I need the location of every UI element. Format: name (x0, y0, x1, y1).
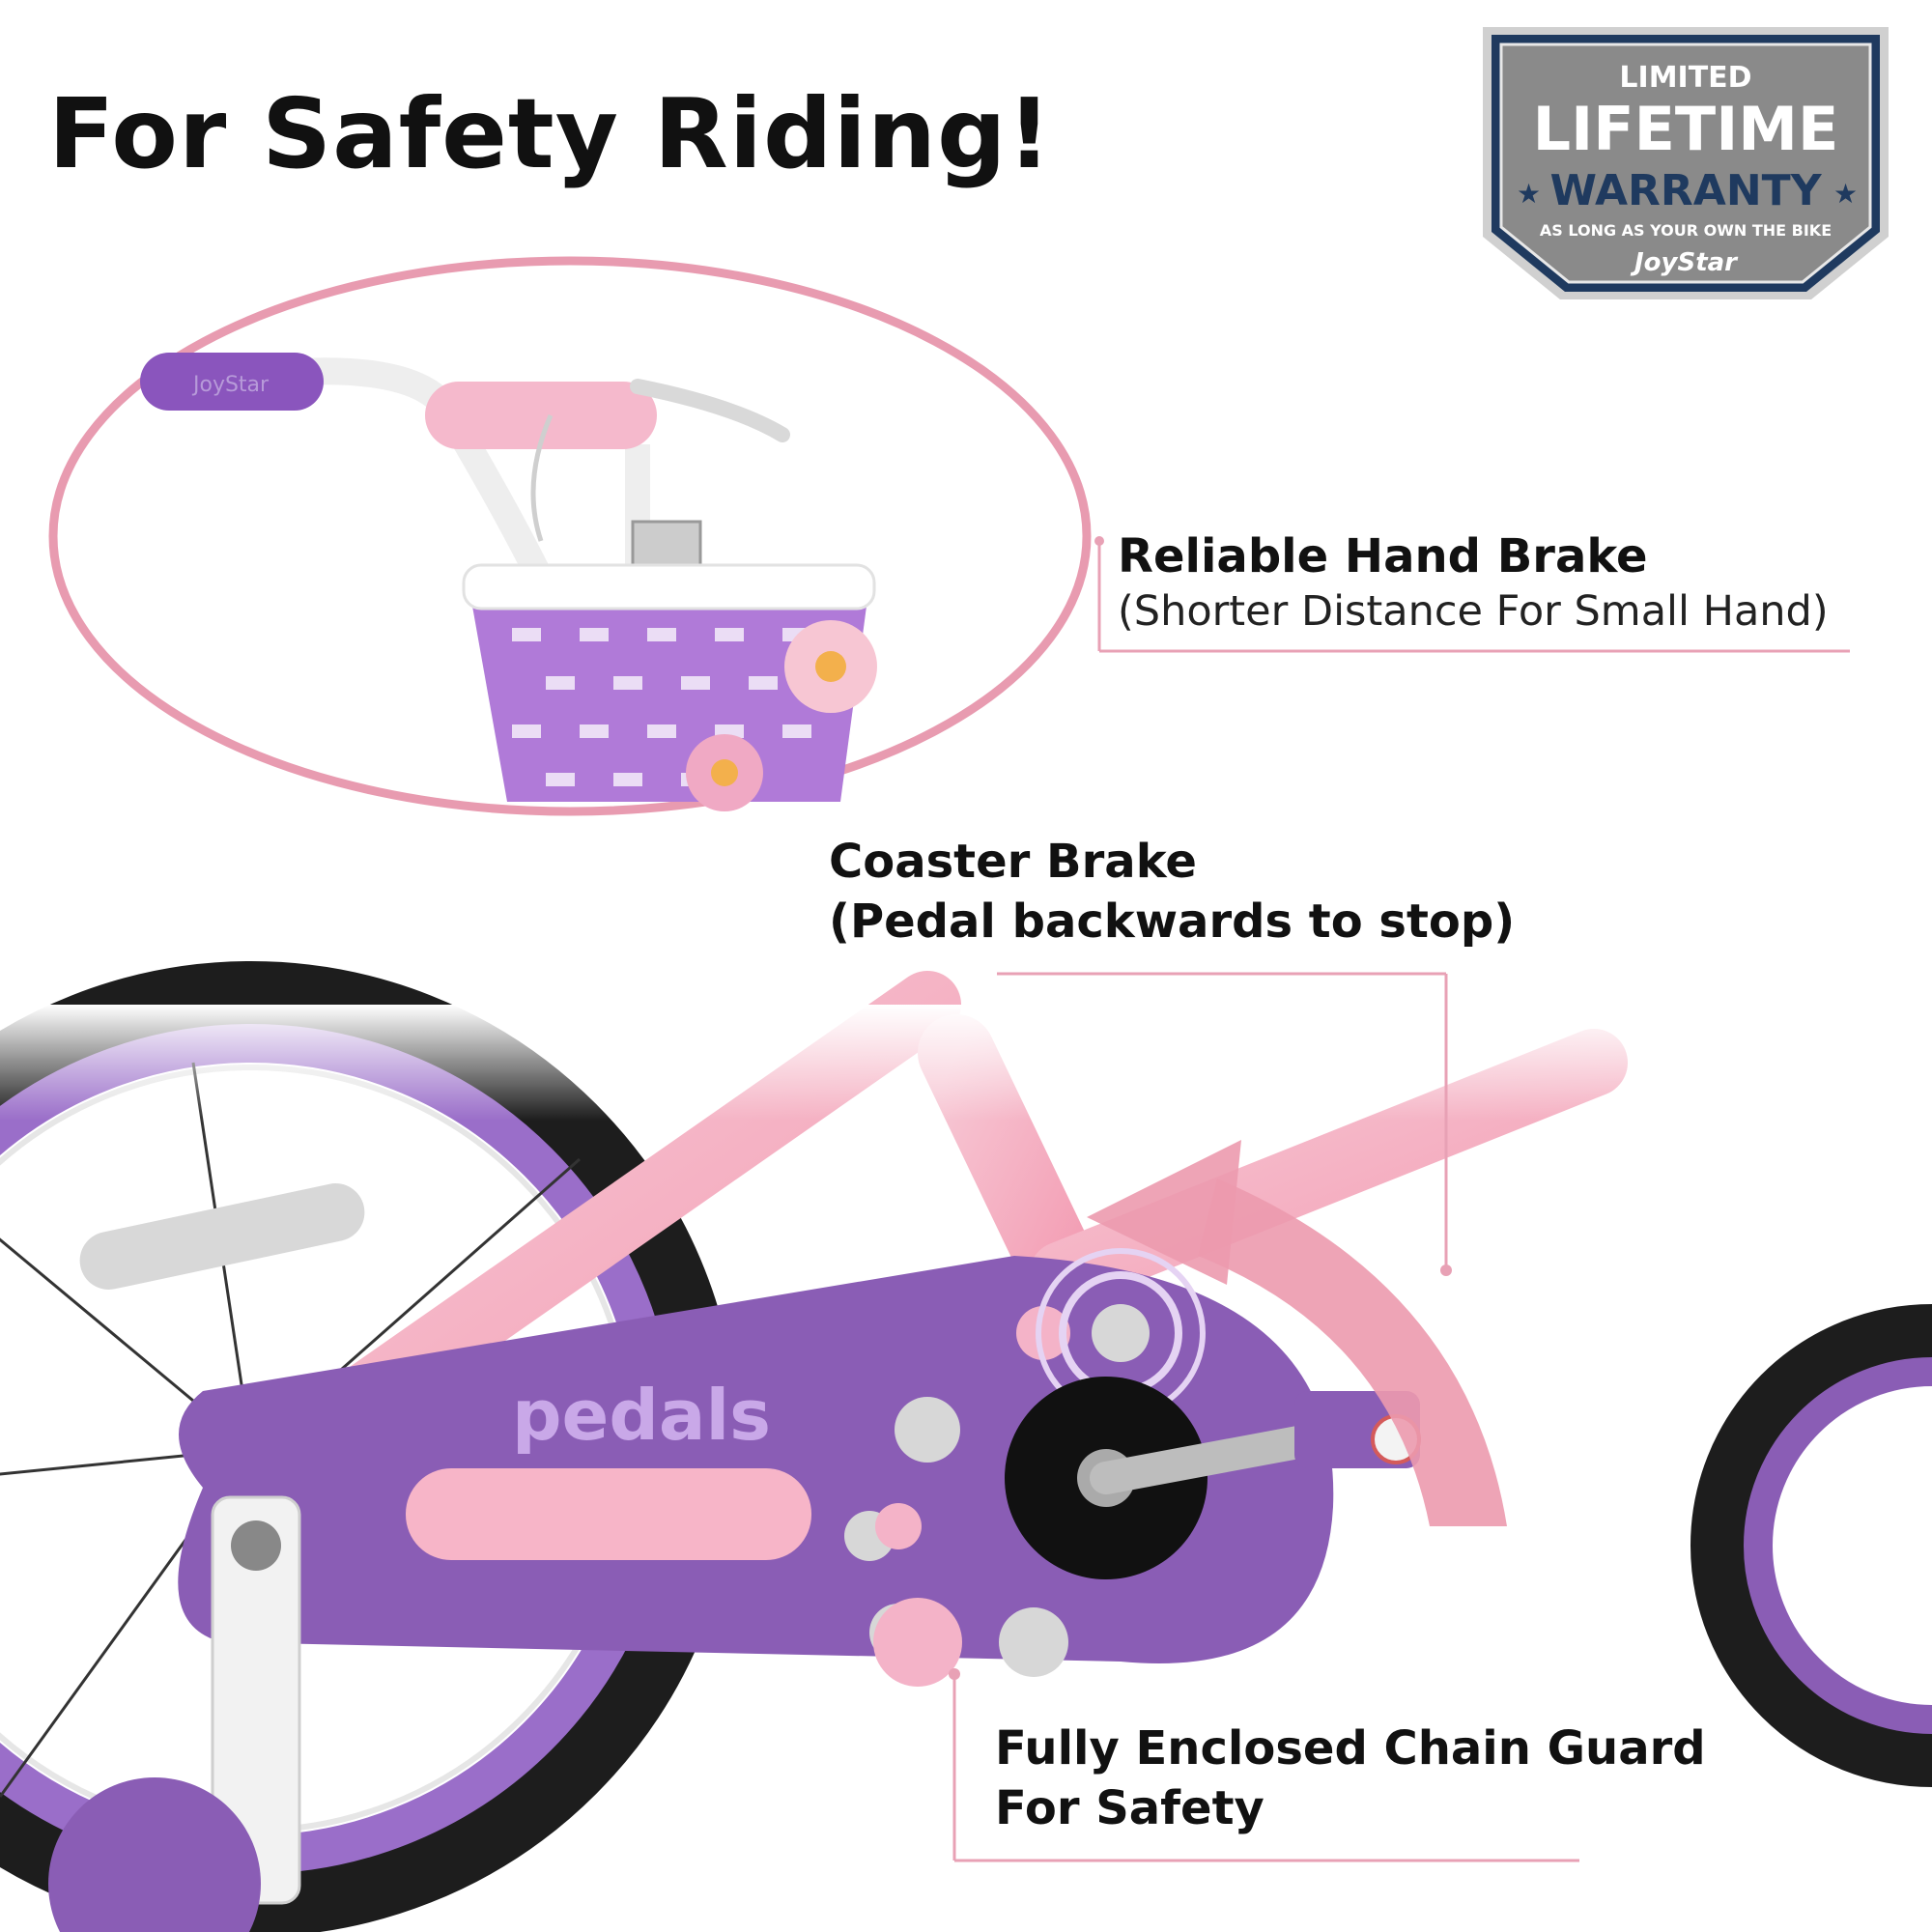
pedal-backwards-arrow (1198, 1179, 1507, 1526)
badge-tagline: AS LONG AS YOUR OWN THE BIKE (1540, 221, 1832, 240)
callout-title: Reliable Hand Brake (1118, 529, 1648, 583)
badge-warranty: WARRANTY (1549, 166, 1822, 215)
hand-brake-leader (1094, 536, 1850, 653)
badge-brand-logo: JoyStar (1630, 248, 1739, 277)
handlebar-grip (140, 353, 324, 411)
star-icon: ★ (1517, 178, 1541, 210)
flower-decoration (686, 620, 877, 811)
basket (469, 584, 869, 802)
crank-arm (1090, 1423, 1330, 1494)
badge-lifetime: LIFETIME (1533, 94, 1839, 164)
callout-hand-brake: Reliable Hand Brake (Shorter Distance Fo… (1118, 529, 1829, 636)
coaster-brake-leader (997, 972, 1452, 1276)
brake-lever (630, 379, 790, 442)
hand-brake-zoom: JoyStar (48, 256, 1092, 816)
chain-guard-leader (949, 1668, 1579, 1862)
warranty-badge: LIMITED LIFETIME ★ WARRANTY ★ AS LONG AS… (1483, 27, 1889, 299)
callout-subtitle: For Safety (995, 1781, 1264, 1835)
chain-guard-logo: pedals (512, 1375, 771, 1456)
callout-title: Fully Enclosed Chain Guard (995, 1721, 1706, 1776)
callout-subtitle: (Shorter Distance For Small Hand) (1118, 587, 1829, 636)
callout-title: Coaster Brake (829, 835, 1197, 889)
page-title: For Safety Riding! (48, 77, 1053, 190)
callout-subtitle: (Pedal backwards to stop) (829, 895, 1516, 949)
grip-logo: JoyStar (191, 373, 270, 397)
badge-limited: LIMITED (1619, 61, 1751, 95)
callout-coaster-brake: Coaster Brake (Pedal backwards to stop) (829, 835, 1515, 949)
star-icon: ★ (1833, 178, 1858, 210)
callout-chain-guard: Fully Enclosed Chain Guard For Safety (995, 1721, 1706, 1835)
